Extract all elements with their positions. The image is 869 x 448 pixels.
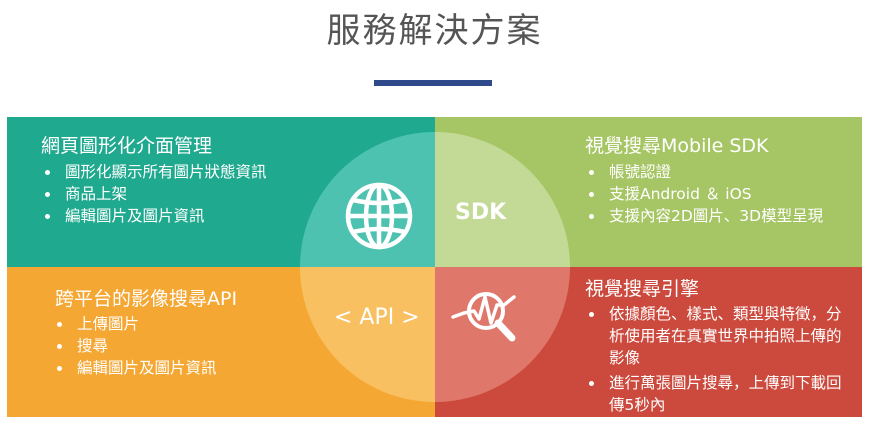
quadrant-heading: 視覺搜尋引擎: [585, 278, 700, 300]
center-circle: [300, 132, 570, 402]
feature-list: 上傳圖片 搜尋 編輯圖片及圖片資訊: [53, 313, 313, 379]
list-item: 支援Android ＆ iOS: [585, 183, 845, 205]
list-item: 上傳圖片: [53, 313, 313, 335]
quadrant-heading: 視覺搜尋Mobile SDK: [585, 135, 769, 157]
circle-segment-orange: [300, 267, 435, 402]
list-item: 帳號認證: [585, 161, 845, 183]
feature-list: 依據顏色、樣式、類型與特徵，分析使用者在真實世界中拍照上傳的影像 進行萬張圖片搜…: [585, 303, 845, 419]
feature-list: 帳號認證 支援Android ＆ iOS 支援內容2D圖片、3D模型呈現: [585, 161, 845, 227]
globe-icon: [345, 182, 413, 250]
list-item: 圖形化顯示所有圖片狀態資訊: [41, 161, 341, 183]
list-item: 商品上架: [41, 183, 341, 205]
list-item: 依據顏色、樣式、類型與特徵，分析使用者在真實世界中拍照上傳的影像: [585, 303, 845, 369]
page-title: 服務解決方案: [326, 11, 543, 51]
circle-segment-red: [435, 267, 570, 402]
sdk-label: SDK: [455, 200, 507, 225]
list-item: 支援內容2D圖片、3D模型呈現: [585, 205, 845, 227]
feature-list: 圖形化顯示所有圖片狀態資訊 商品上架 編輯圖片及圖片資訊: [41, 161, 341, 227]
api-label: < API >: [334, 305, 420, 330]
circle-segment-green: [435, 132, 570, 267]
quadrant-heading: 跨平台的影像搜尋API: [55, 288, 238, 310]
quadrant-heading: 網頁圖形化介面管理: [41, 135, 213, 157]
list-item: 編輯圖片及圖片資訊: [53, 357, 313, 379]
title-underline: [374, 80, 492, 86]
analytics-magnifier-icon: [451, 292, 516, 342]
list-item: 進行萬張圖片搜尋，上傳到下載回傳5秒內: [585, 372, 845, 416]
list-item: 編輯圖片及圖片資訊: [41, 205, 341, 227]
list-item: 搜尋: [53, 335, 313, 357]
